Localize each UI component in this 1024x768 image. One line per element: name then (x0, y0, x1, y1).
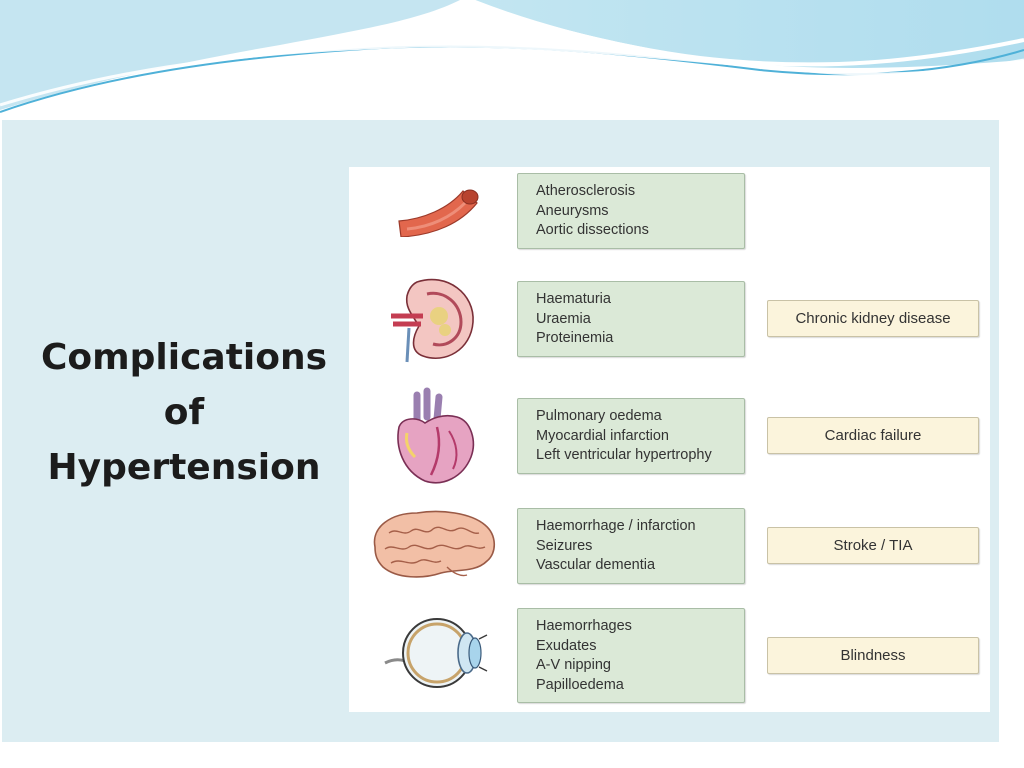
complications-figure: Atherosclerosis Aneurysms Aortic dissect… (349, 167, 990, 712)
heart-icon (397, 387, 475, 484)
finding-box-cerebral: Haemorrhage / infarction Seizures Vascul… (517, 508, 745, 584)
kidney-icon (391, 278, 474, 363)
title-line-2: of (163, 392, 205, 433)
eye-icon (384, 618, 488, 688)
brain-icon (373, 510, 496, 578)
finding-text: Myocardial infarction (536, 427, 669, 444)
finding-text: Aortic dissections (536, 222, 649, 238)
slide-title: Complications of Hypertension (14, 330, 354, 495)
finding-box-ocular: Haemorrhages Exudates A-V nipping Papill… (517, 608, 745, 703)
outcome-box-ocular: Blindness (767, 637, 979, 674)
finding-text: Atherosclerosis (536, 183, 636, 199)
finding-text: Papilloedema (536, 676, 624, 693)
finding-box-vascular: Atherosclerosis Aneurysms Aortic dissect… (517, 173, 745, 249)
finding-text: Vascular dementia (536, 557, 656, 573)
outcome-box-renal: Chronic kidney disease (767, 300, 979, 337)
title-line-1: Complications (40, 337, 328, 378)
title-line-3: Hypertension (47, 447, 321, 488)
finding-text: Proteinemia (536, 330, 614, 346)
finding-box-cardiac: Pulmonary oedema Myocardial infarction L… (517, 398, 745, 474)
finding-text: Haematuria (536, 291, 611, 307)
finding-text: Left ventricular hypertrophy (536, 447, 712, 463)
artery-icon (398, 189, 479, 237)
finding-text: Haemorrhage / infarction (536, 518, 696, 534)
outcome-box-cardiac: Cardiac failure (767, 417, 979, 454)
finding-text: Aneurysms (536, 202, 609, 219)
header-wave-decoration (0, 0, 1024, 113)
finding-text: Seizures (536, 537, 593, 554)
finding-box-renal: Haematuria Uraemia Proteinemia (517, 281, 745, 357)
finding-text: A-V nipping (536, 657, 611, 673)
finding-text: Exudates (536, 637, 597, 654)
finding-text: Haemorrhages (536, 618, 632, 634)
finding-text: Uraemia (536, 310, 591, 327)
finding-text: Pulmonary oedema (536, 408, 662, 424)
outcome-box-cerebral: Stroke / TIA (767, 527, 979, 564)
